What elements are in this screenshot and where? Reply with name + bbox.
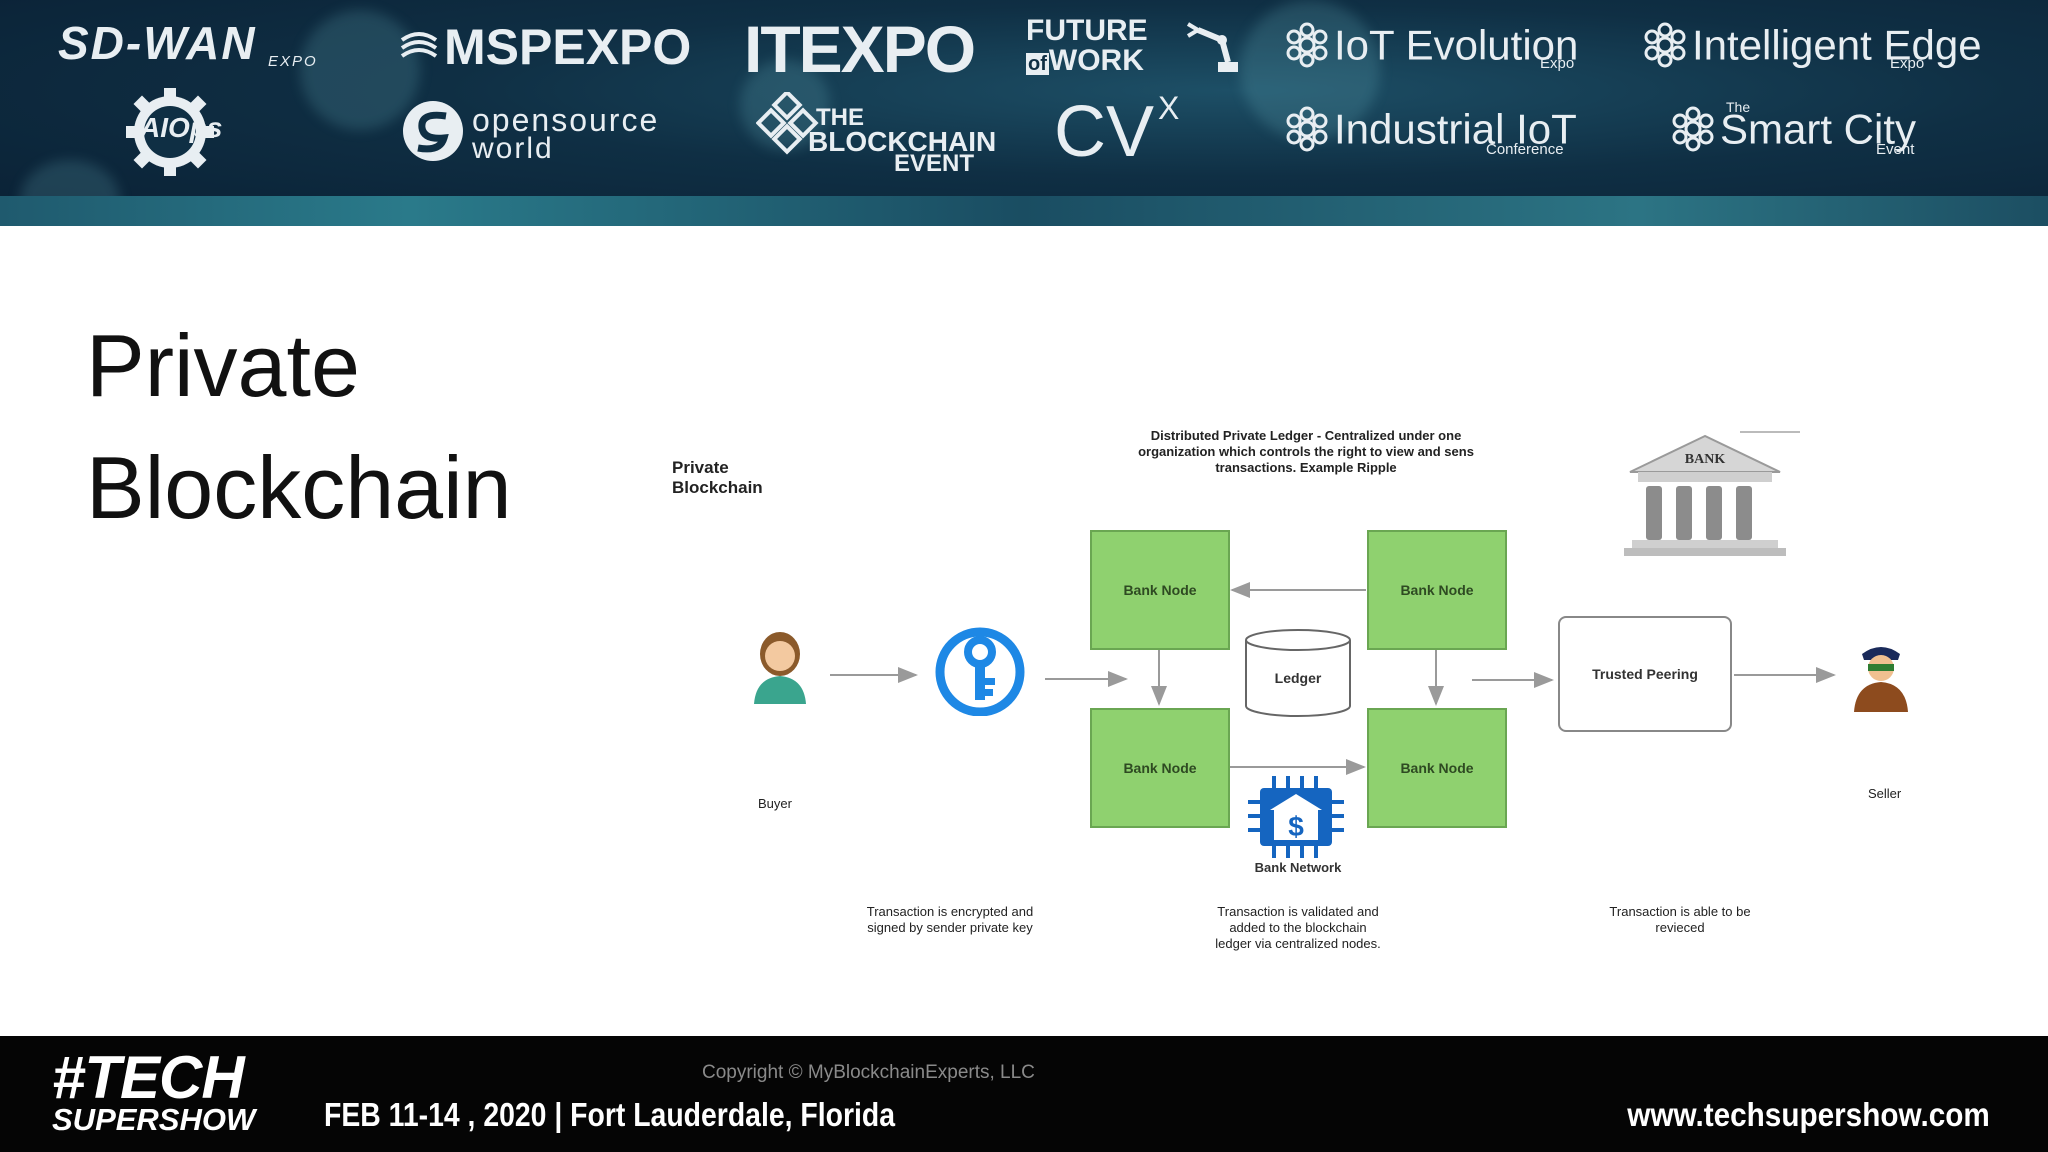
logo-opensource-text: opensource [472, 102, 660, 138]
trusted-peering-box: Trusted Peering [1558, 616, 1732, 732]
swirl-icon [398, 26, 440, 76]
gear-icon [126, 88, 214, 176]
logo-intelligent-edge: Intelligent Edge Expo [1642, 22, 1982, 75]
buyer-avatar-icon [748, 628, 812, 713]
logo-future-of-work: FUTURE ofWORK [1026, 14, 1238, 79]
logo-itexpo: ITEXPO [744, 16, 976, 82]
bank-sign: BANK [1684, 452, 1726, 467]
caption-encrypted-line-1: Transaction is encrypted and [866, 904, 1034, 919]
robot-arm-icon [1182, 18, 1240, 80]
logo-smart-city: Smart City The Event [1670, 100, 1917, 159]
banner-strip [0, 196, 2048, 226]
footer-url[interactable]: www.techsupershow.com [1627, 1096, 1990, 1133]
logo-industrial-iot-text: Industrial IoT [1334, 105, 1577, 153]
logo-mspexpo: MSPEXPO [398, 22, 691, 76]
logo-cvx: CV X [1054, 92, 1179, 168]
bank-node: Bank Node [1090, 530, 1230, 650]
logo-sdwan-text: SD-WAN [58, 17, 257, 69]
banner-bokeh [300, 10, 420, 130]
ledger-label: Ledger [1274, 670, 1322, 686]
swirl-s-icon [403, 101, 463, 161]
logo-aiops: AIOps [108, 84, 232, 184]
logo-blockchain-event: THE BLOCKCHAIN EVENT [755, 89, 996, 176]
slide-title: Private Blockchain [86, 305, 512, 549]
hexagon-network-icon [1670, 106, 1716, 159]
caption-validated-line-3: ledger via centralized nodes. [1215, 936, 1381, 951]
logo-future-text: FUTURE [1026, 14, 1148, 47]
logo-intelligent-edge-sub: Expo [1890, 55, 1925, 72]
footer-date-location: FEB 11-14 , 2020 | Fort Lauderdale, Flor… [324, 1096, 895, 1133]
logo-blockchain-text: BLOCKCHAIN [808, 126, 997, 157]
logo-event-text: EVENT [894, 150, 975, 177]
seller-label: Seller [1868, 786, 1902, 801]
caption-received-line-2: revieced [1655, 920, 1705, 935]
buyer-label: Buyer [758, 796, 792, 811]
svg-text:$: $ [1288, 811, 1304, 842]
key-icon [930, 626, 1030, 721]
event-banner: SD-WAN EXPO MSPEXPO ITEXPO FUTURE ofWORK… [0, 0, 2048, 226]
bank-network-chip-icon: $ [1244, 774, 1352, 860]
logo-conference-text: Conference [1486, 141, 1564, 158]
logo-smart-city-sub: Event [1876, 141, 1915, 158]
diagram-label: Private Blockchain [672, 458, 763, 497]
caption-received-line-1: Transaction is able to be [1609, 904, 1751, 919]
caption-received: Transaction is able to be revieced [1560, 904, 1800, 936]
logo-x-text: X [1158, 90, 1180, 126]
logo-aiops-text: AIOps [140, 112, 223, 143]
logo-industrial-iot: Industrial IoT Conference [1284, 106, 1577, 159]
blockchain-cubes-icon [755, 89, 819, 155]
diagram-header: Distributed Private Ledger - Centralized… [1086, 428, 1526, 476]
logo-of-text: of [1026, 53, 1049, 75]
logo-sdwan-sub: EXPO [268, 53, 318, 70]
diagram-header-line-2: organization which controls the right to… [1138, 444, 1474, 459]
banner-bokeh [740, 60, 830, 150]
logo-the-small-text: The [1726, 99, 1751, 115]
bank-network-label: Bank Network [1254, 860, 1342, 875]
slide-title-line-1: Private [86, 316, 360, 415]
logo-opensource-world: opensource world [400, 98, 657, 168]
slide-title-line-2: Blockchain [86, 438, 512, 537]
bank-node: Bank Node [1367, 530, 1507, 650]
bank-node: Bank Node [1090, 708, 1230, 828]
footer-brand-tech: #TECH [52, 1044, 245, 1111]
seller-avatar-icon [1848, 640, 1914, 721]
logo-iot-evolution-sub: Expo [1540, 55, 1575, 72]
logo-cv-text: CV [1054, 92, 1155, 172]
logo-world-text: world [472, 132, 554, 165]
caption-validated-line-2: added to the blockchain [1229, 920, 1367, 935]
ledger-cylinder: Ledger [1244, 628, 1352, 720]
footer-bar: #TECH SUPERSHOW Copyright © MyBlockchain… [0, 1036, 2048, 1152]
logo-work-text: WORK [1048, 44, 1144, 77]
logo-mspexpo-text: MSPEXPO [444, 19, 692, 75]
caption-validated: Transaction is validated and added to th… [1170, 904, 1426, 952]
hexagon-network-icon [1284, 22, 1330, 75]
logo-smart-city-text: Smart City [1720, 105, 1917, 153]
footer-brand-supershow: SUPERSHOW [52, 1102, 256, 1137]
diagram-header-line-1: Distributed Private Ledger - Centralized… [1150, 428, 1462, 443]
hexagon-network-icon [1284, 106, 1330, 159]
logo-intelligent-edge-text: Intelligent Edge [1692, 21, 1982, 69]
logo-itexpo-text: ITEXPO [744, 12, 976, 86]
bank-building-icon: BANK [1610, 430, 1810, 560]
bank-node: Bank Node [1367, 708, 1507, 828]
logo-iot-evolution-text: IoT Evolution [1334, 21, 1579, 69]
caption-validated-line-1: Transaction is validated and [1217, 904, 1379, 919]
logo-iot-evolution: IoT Evolution Expo [1284, 22, 1578, 75]
caption-encrypted-line-2: signed by sender private key [867, 920, 1033, 935]
diagram-header-line-3: transactions. Example Ripple [1215, 460, 1397, 475]
logo-the-text: THE [816, 104, 864, 131]
logo-sdwan: SD-WAN EXPO [58, 17, 316, 69]
footer-copyright: Copyright © MyBlockchainExperts, LLC [702, 1062, 1035, 1083]
hexagon-network-icon [1642, 22, 1688, 75]
caption-encrypted: Transaction is encrypted and signed by s… [820, 904, 1080, 936]
